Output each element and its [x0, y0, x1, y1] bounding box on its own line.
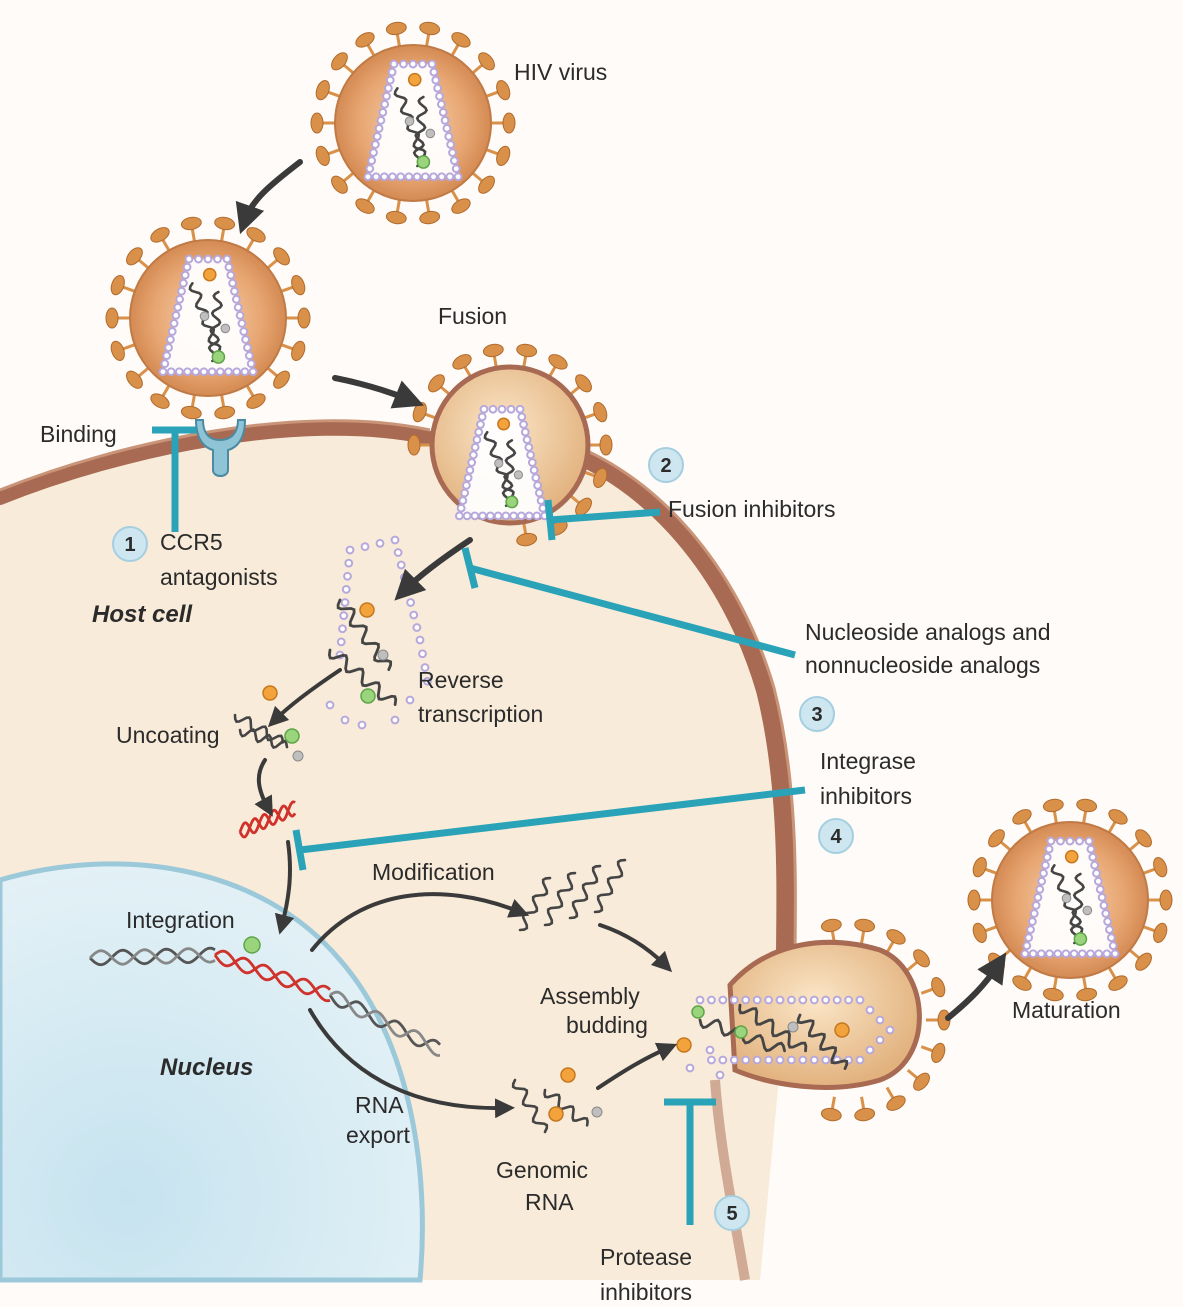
badge-2: 2 [649, 448, 683, 482]
label-binding: Binding [40, 421, 117, 447]
label-integration: Integration [126, 907, 235, 933]
badge-3: 3 [800, 697, 834, 731]
label-rna-export-2: export [346, 1122, 411, 1148]
badge-1: 1 [113, 527, 147, 561]
label-rna-export-1: RNA [355, 1092, 404, 1118]
drug-5-line2: inhibitors [600, 1279, 692, 1305]
badge-number-3: 3 [811, 704, 822, 726]
badge-4: 4 [819, 819, 853, 853]
drug-3-line1: Nucleoside analogs and [805, 619, 1051, 645]
label-genomic-rna-2: RNA [525, 1189, 574, 1215]
label-host-cell: Host cell [92, 601, 193, 628]
label-nucleus: Nucleus [160, 1054, 253, 1081]
label-reverse-1: Reverse [418, 667, 504, 693]
badge-number-5: 5 [726, 1203, 737, 1225]
drug-4-line2: inhibitors [820, 783, 912, 809]
label-reverse-2: transcription [418, 701, 543, 727]
drug-4-line1: Integrase [820, 748, 916, 774]
drug-1-line2: antagonists [160, 564, 278, 590]
label-assembly-1: Assembly [540, 983, 640, 1009]
badge-number-2: 2 [660, 455, 671, 477]
label-fusion: Fusion [438, 303, 507, 329]
badge-5: 5 [715, 1196, 749, 1230]
badge-number-1: 1 [124, 534, 135, 556]
drug-3-line2: nonnucleoside analogs [805, 652, 1040, 678]
badge-number-4: 4 [830, 826, 842, 848]
label-hiv-virus: HIV virus [514, 59, 607, 85]
drug-1-line1: CCR5 [160, 529, 223, 555]
label-modification: Modification [372, 859, 495, 885]
label-genomic-rna-1: Genomic [496, 1157, 588, 1183]
drug-5-line1: Protease [600, 1244, 692, 1270]
drug-2-line1: Fusion inhibitors [668, 496, 835, 522]
label-uncoating: Uncoating [116, 722, 220, 748]
label-assembly-2: budding [566, 1012, 648, 1038]
label-maturation: Maturation [1012, 997, 1121, 1023]
